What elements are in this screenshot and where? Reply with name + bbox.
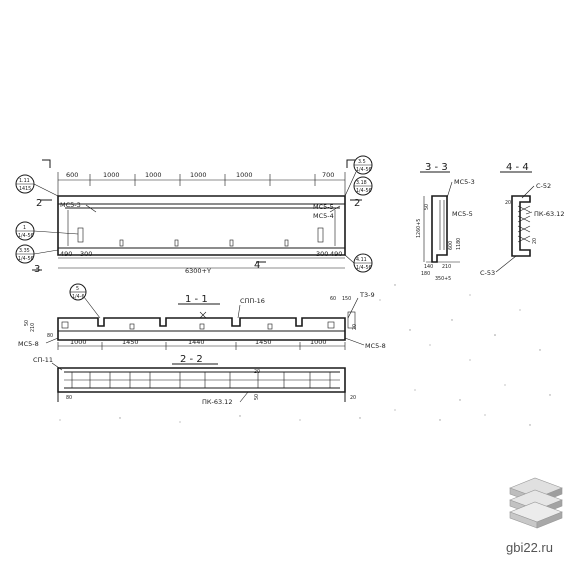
dim-1-80: 80	[47, 333, 53, 339]
callout-5-top: 5	[76, 286, 79, 292]
svg-text:4.11: 4.11	[356, 257, 367, 263]
dim-bottom-left-2: 300	[80, 250, 92, 258]
dim-2-50: 50	[254, 394, 260, 400]
dim-4-20b: 20	[532, 238, 538, 244]
svg-text:3.35: 3.35	[19, 248, 30, 254]
callout-left-1: 1.11 1415	[15, 174, 59, 197]
section-mark-4: 4	[254, 260, 260, 271]
dim-3-600: 600	[448, 241, 454, 250]
stacked-slabs-icon	[509, 477, 563, 529]
dim-1-c: 1440	[188, 338, 205, 346]
section-mark-3-left: 3	[34, 264, 40, 275]
mark-2-sp11: СП-11	[33, 356, 53, 364]
section-2-title: 2 - 2	[180, 354, 203, 365]
dim-2-20b: 20	[350, 395, 356, 401]
callout-left-3: 3.35 1/4-56	[15, 244, 59, 264]
dim-4-20a: 20	[505, 200, 511, 206]
mark-ms5-4: МС5-4	[313, 212, 334, 220]
dim-top-1: 600	[66, 171, 78, 179]
svg-text:3.18: 3.18	[356, 180, 367, 186]
callout-right-3: 4.11 1/4-56	[344, 253, 373, 273]
dim-1-210: 210	[30, 323, 36, 332]
section-1-1: 1 - 1 СПП-16 5 1/4-6 1	[18, 283, 386, 350]
mark-4-s52: С-52	[536, 182, 551, 190]
section-2-2: 2 - 2 СП-11 80 20 20 50 ПК-63.12	[33, 354, 356, 406]
dim-overall: 6300+Y	[185, 267, 211, 275]
callout-left-2: 1 1/4-56	[15, 221, 79, 241]
section-3-title: 3 - 3	[425, 162, 448, 173]
dim-1-tr-20: 20	[352, 324, 358, 330]
mark-ms5-5: МС5-5	[313, 203, 334, 211]
dim-3-180: 180	[421, 271, 430, 277]
dim-3-140: 140	[424, 264, 433, 270]
dim-1-e: 1000	[310, 338, 327, 346]
svg-text:1/4-56: 1/4-56	[356, 167, 372, 173]
dim-3-350: 350+5	[435, 276, 451, 282]
callout-right-2: 3.18 1/4-56	[353, 176, 373, 196]
mark-ms5-3: МС5-3	[60, 201, 81, 209]
mark-2-pk: ПК-63.12	[202, 398, 232, 406]
callout-5-bottom: 1/4-6	[72, 294, 85, 300]
mark-3-ms5-5: МС5-5	[452, 210, 473, 218]
svg-text:1/4-56: 1/4-56	[356, 265, 372, 271]
dim-1-d: 1450	[255, 338, 272, 346]
dim-3-1180: 1180	[456, 238, 462, 250]
callout-right-1: 3.5 1/4-56	[344, 155, 373, 197]
svg-text:3.5: 3.5	[358, 159, 366, 165]
dim-1-50: 50	[24, 320, 30, 326]
dim-1-tr-60: 60	[330, 296, 336, 302]
dim-1-a: 1000	[70, 338, 87, 346]
dim-bottom-right-1: 300	[316, 250, 328, 258]
mark-4-s53: С-53	[480, 269, 495, 277]
dim-3-50: 50	[424, 204, 430, 210]
dim-1-tr-150: 150	[342, 296, 351, 302]
svg-text:1415: 1415	[19, 186, 31, 192]
svg-text:1: 1	[23, 225, 26, 231]
section-3-3: 3 - 3 МС5-3 МС5-5 1260+5 50 600 1180 140…	[416, 162, 475, 282]
dim-top-2: 1000	[103, 171, 120, 179]
mark-3-ms5-3: МС5-3	[454, 178, 475, 186]
svg-text:1/4-56: 1/4-56	[18, 233, 34, 239]
dim-bottom-left-1: 490	[60, 250, 72, 258]
dim-bottom-right-2: 490	[330, 250, 342, 258]
mark-1-t3-9: Т3-9	[359, 291, 375, 299]
mark-4-pk: ПК-63.12	[534, 210, 564, 218]
mark-1-ms5-8-right: МС5-8	[365, 342, 386, 350]
elevation-view: 600 1000 1000 1000 1000 700	[15, 155, 373, 275]
watermark-text: gbi22.ru	[506, 540, 553, 555]
dim-top-4: 1000	[190, 171, 207, 179]
dim-2-20a: 20	[254, 369, 260, 375]
section-4-4: 4 - 4 С-52 ПК-63.12 С-53 20 20	[480, 162, 564, 277]
scan-speckle	[59, 284, 551, 426]
dim-2-80: 80	[66, 395, 72, 401]
svg-text:1.11: 1.11	[19, 178, 30, 184]
dim-top-5: 1000	[236, 171, 253, 179]
section-mark-2-left: 2	[36, 198, 42, 209]
dim-3-height: 1260+5	[416, 219, 422, 238]
dim-3-210: 210	[442, 264, 451, 270]
section-mark-2-right: 2	[354, 198, 360, 209]
svg-text:1/4-56: 1/4-56	[356, 188, 372, 194]
section-4-title: 4 - 4	[506, 162, 529, 173]
mark-1-spp16: СПП-16	[240, 297, 265, 305]
dim-top-3: 1000	[145, 171, 162, 179]
dim-top-6: 700	[322, 171, 334, 179]
svg-text:1/4-56: 1/4-56	[18, 256, 34, 262]
section-1-title: 1 - 1	[185, 294, 208, 305]
dim-1-b: 1450	[122, 338, 139, 346]
mark-1-ms5-8-left: МС5-8	[18, 340, 39, 348]
